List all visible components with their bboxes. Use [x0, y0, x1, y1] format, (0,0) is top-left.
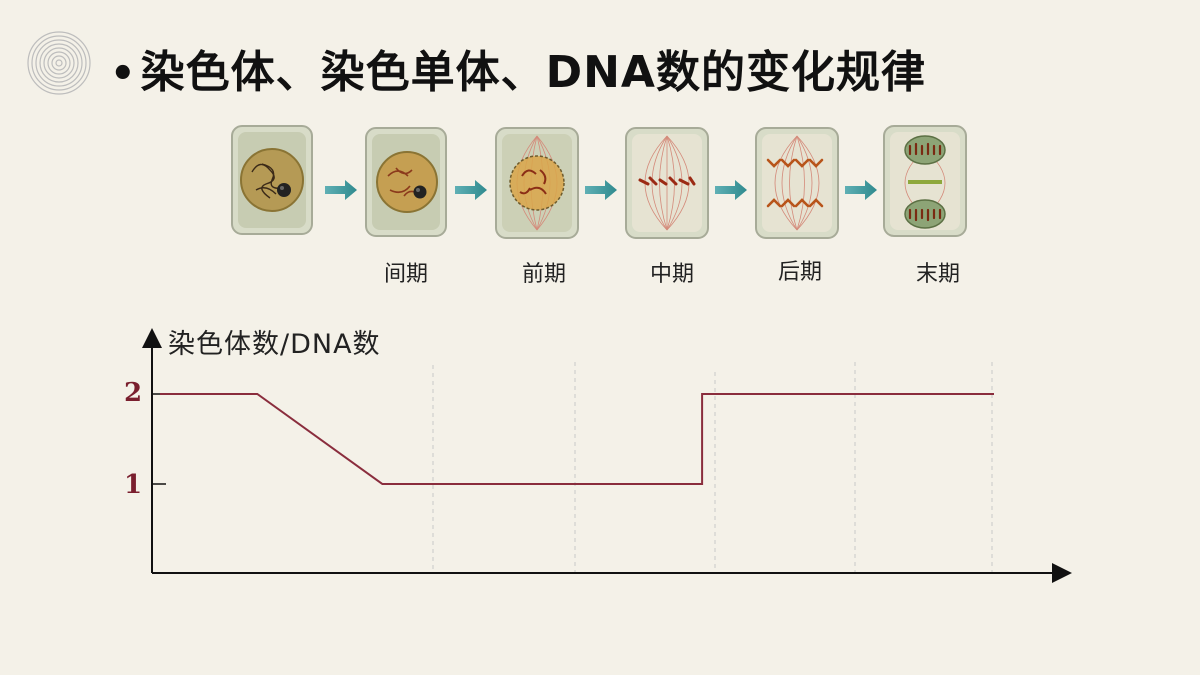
- step-arrow-icon: [715, 180, 747, 200]
- cell-telophase: [883, 125, 967, 237]
- cell-prophase: [495, 127, 579, 239]
- phase-label-metaphase: 中期: [650, 262, 695, 287]
- title-text: 染色体、染色单体、DNA数的变化规律: [140, 47, 926, 98]
- ratio-series-line: [160, 393, 994, 485]
- chart-y-axis-label: 染色体数/DNA数: [168, 329, 381, 360]
- concentric-circles-logo: [27, 31, 91, 95]
- cell-metaphase: [625, 127, 709, 239]
- phase-label-anaphase: 后期: [778, 260, 823, 285]
- step-arrow-icon: [845, 180, 877, 200]
- step-arrow-icon: [585, 180, 617, 200]
- slide-title: •染色体、染色单体、DNA数的变化规律: [110, 36, 926, 100]
- phase-label-prophase: 前期: [522, 262, 567, 287]
- phase-label-telophase: 末期: [916, 262, 961, 287]
- phase-label-interphase: 间期: [384, 262, 429, 287]
- cell-interphase-1: [231, 125, 313, 235]
- y-tick-label-2: 2: [124, 378, 143, 408]
- cell-interphase-2: [365, 127, 447, 237]
- phase-separator-lines: [432, 362, 993, 572]
- cell-anaphase: [755, 127, 839, 239]
- title-bullet: •: [110, 51, 137, 97]
- step-arrow-icon: [325, 180, 357, 200]
- step-arrow-icon: [455, 180, 487, 200]
- y-tick-label-1: 1: [124, 470, 143, 500]
